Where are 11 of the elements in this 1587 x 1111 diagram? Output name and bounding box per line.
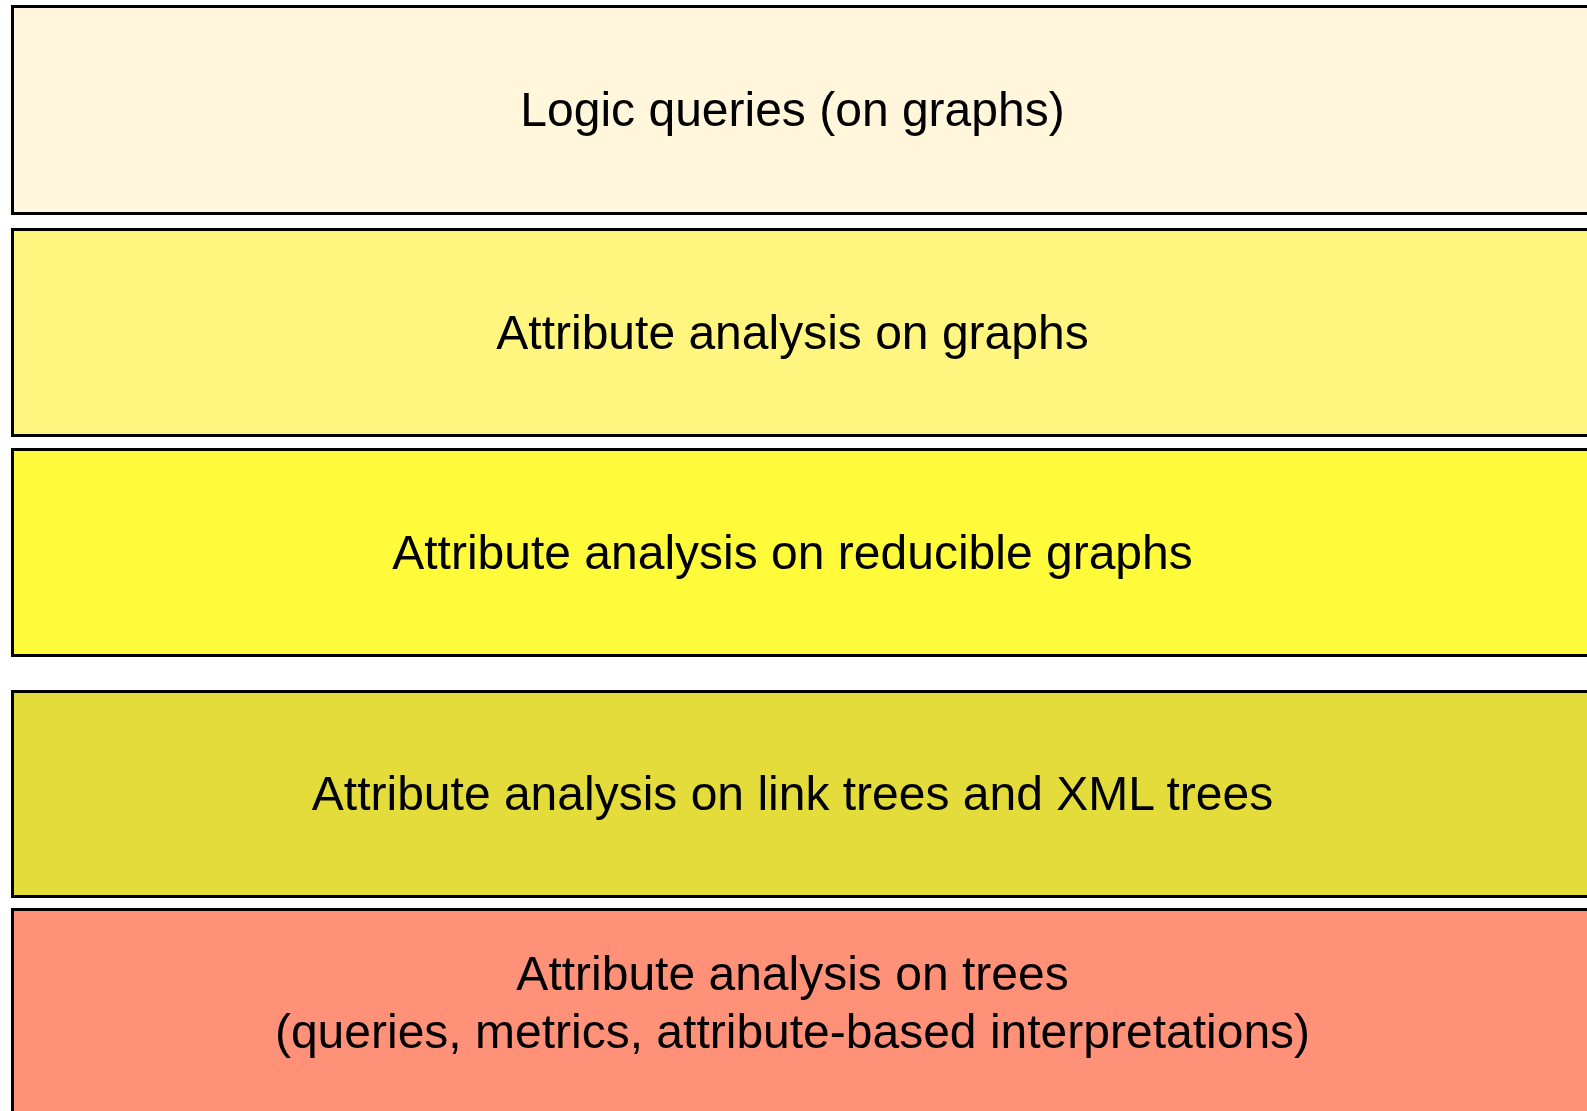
layer-band xyxy=(11,5,1587,215)
layer-label: Logic queries (on graphs) xyxy=(520,82,1066,138)
layer-band xyxy=(11,448,1587,657)
layer-band xyxy=(11,228,1587,437)
layer-label: Attribute analysis on reducible graphs xyxy=(392,524,1194,581)
layer-band xyxy=(11,908,1587,1111)
layer-label: Attribute analysis on link trees and XML trees xyxy=(311,766,1275,822)
layer-band xyxy=(11,690,1587,898)
layer-label: (queries, metrics, attribute-based interpretations) xyxy=(274,1004,1312,1060)
layer-label: Attribute analysis on trees xyxy=(516,946,1070,1002)
layer-label: Attribute analysis on graphs xyxy=(496,304,1090,361)
